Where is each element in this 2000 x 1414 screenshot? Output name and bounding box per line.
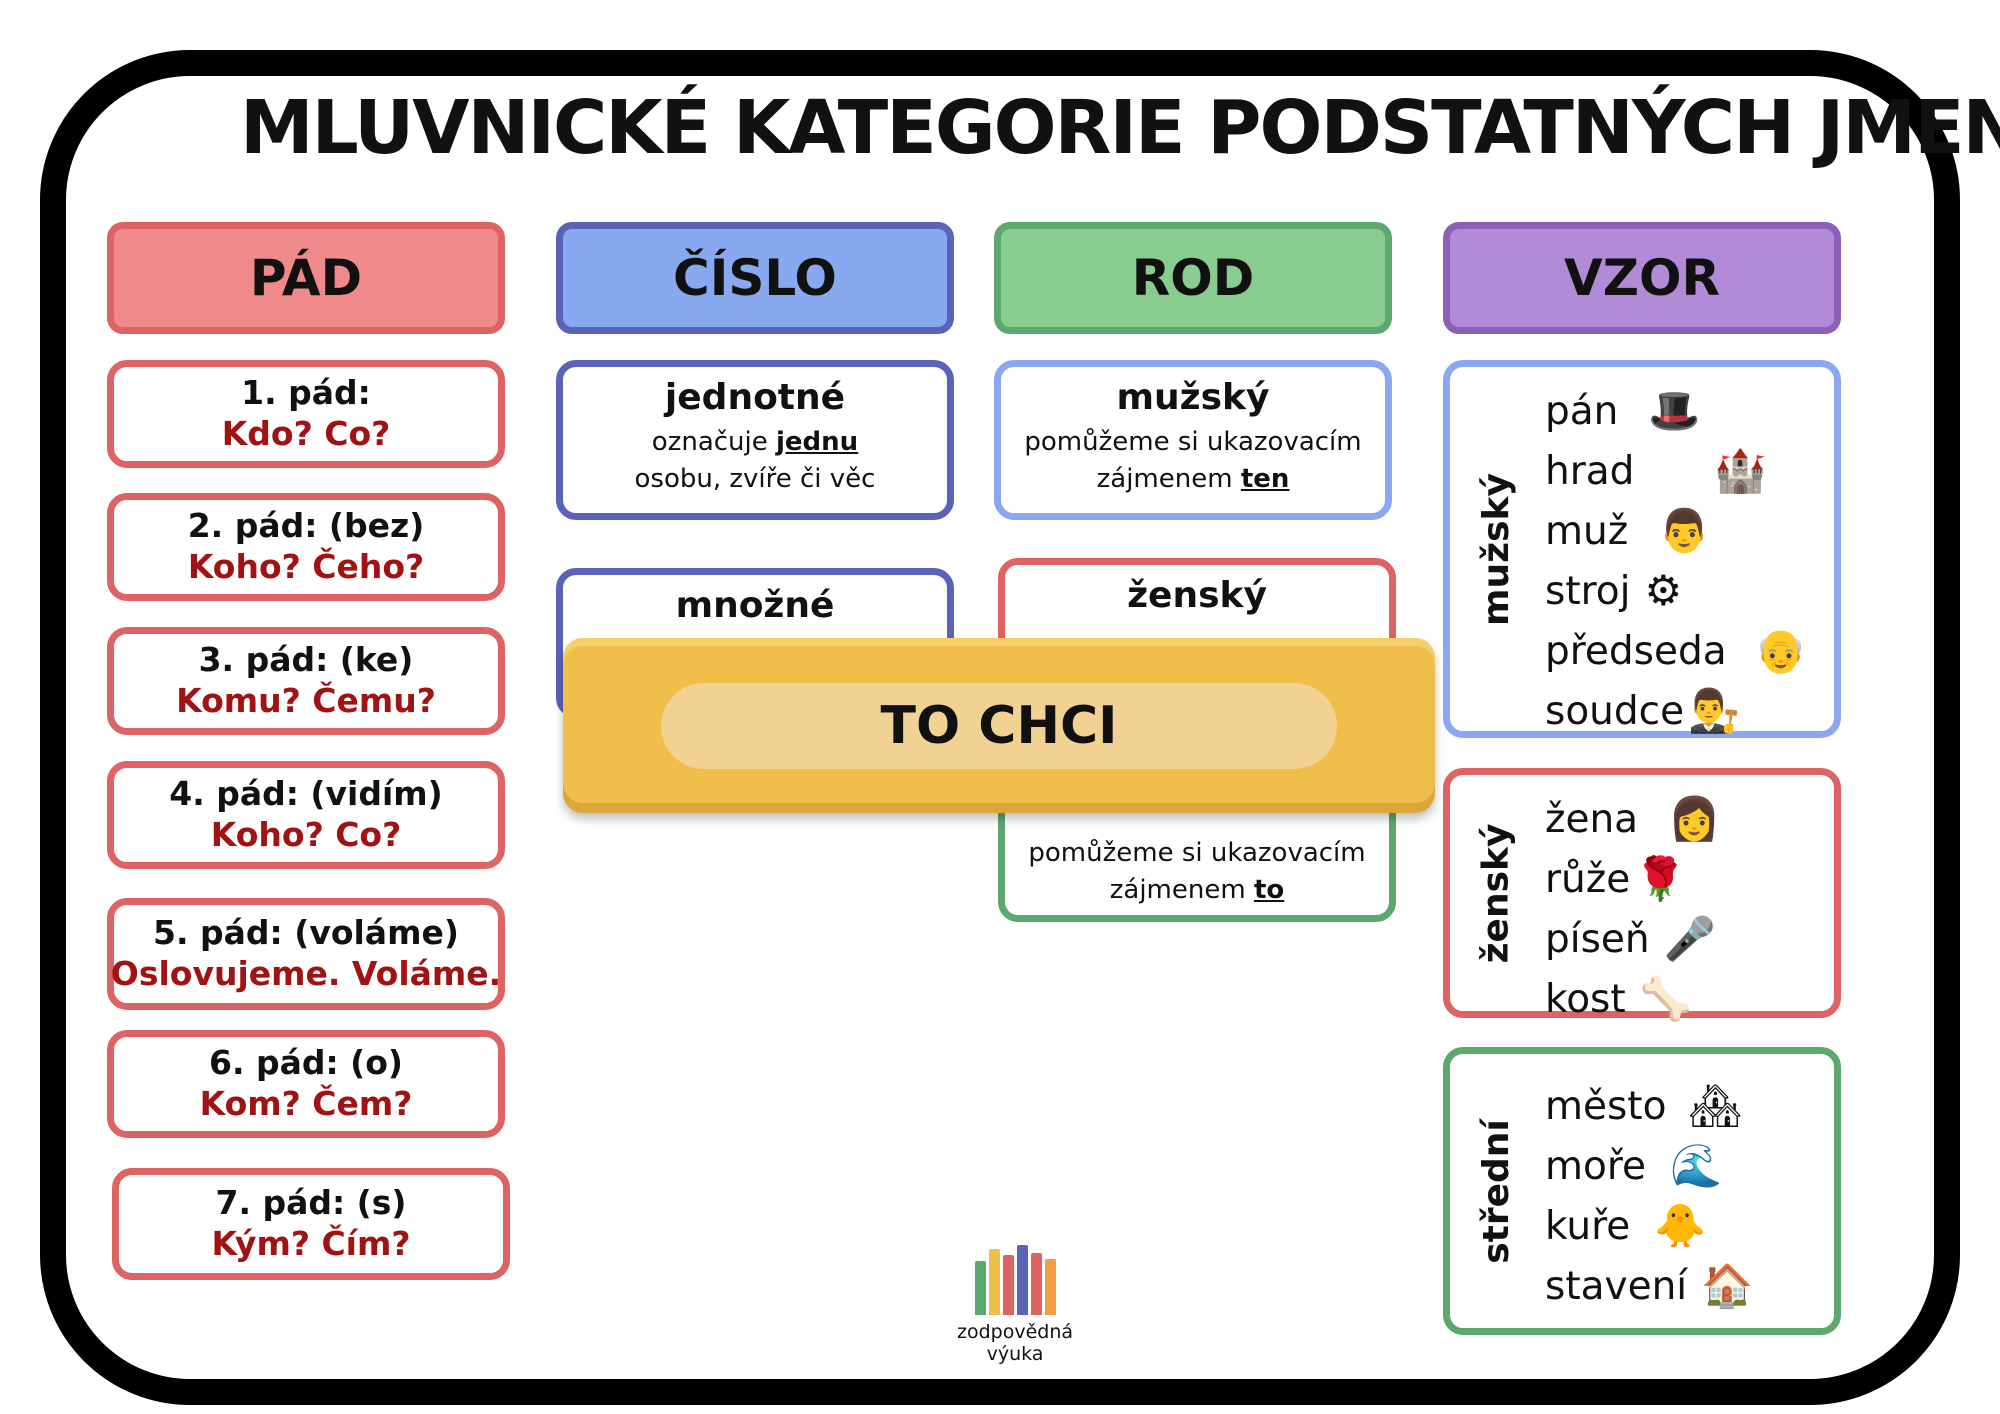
pad-card-7: 7. pád: (s) Kým? Čím? [112,1168,510,1280]
page-title: MLUVNICKÉ KATEGORIE PODSTATNÝCH JMEN [240,85,2000,171]
logo: zodpovědná výuka [930,1245,1100,1365]
vzor-muzsky-card: mužský pán🎩 hrad🏰 muž👨 stroj⚙ předseda👴 … [1443,360,1841,738]
highlight-word: ten [1240,464,1290,494]
vzor-word: kuře🐥 [1545,1201,1707,1250]
pad-card-5: 5. pád: (voláme) Oslovujeme. Voláme. [107,898,505,1010]
vzor-stredni-card: střední město🏘 moře🌊 kuře🐥 stavení🏠 [1443,1047,1841,1335]
rod-muzsky-card: mužský pomůžeme si ukazovacím zájmenem t… [994,360,1392,520]
vzor-side-label: střední [1475,1118,1517,1264]
vzor-side-label: ženský [1475,823,1517,963]
to-chci-button[interactable]: TO CHCI [661,682,1337,769]
town-icon: 🏘 [1688,1081,1742,1130]
vzor-word: žena👩 [1545,794,1721,843]
pad-label: 3. pád: (ke) [198,640,414,679]
chairman-icon: 👴 [1754,626,1807,675]
header-cislo: ČÍSLO [556,222,954,334]
pad-card-4: 4. pád: (vidím) Koho? Co? [107,761,505,869]
woman-icon: 👩 [1668,794,1721,843]
rod-zensky-title: ženský [1127,575,1267,616]
vzor-side-label: mužský [1475,472,1517,626]
highlight-word: jednu [776,427,859,457]
header-vzor: VZOR [1443,222,1841,334]
to-chci-label: TO CHCI [880,695,1118,756]
vzor-word: pán🎩 [1545,386,1701,435]
header-rod: ROD [994,222,1392,334]
pad-label: 4. pád: (vidím) [169,774,443,813]
pad-card-2: 2. pád: (bez) Koho? Čeho? [107,493,505,601]
cislo-jednotne-title: jednotné [664,377,846,418]
highlight-word: to [1253,875,1285,905]
judge-icon: 👨‍⚖️ [1688,686,1741,735]
microphone-icon: 🎤 [1663,914,1716,963]
vzor-word: město🏘 [1545,1081,1742,1130]
cottage-icon: 🏠 [1701,1261,1754,1310]
vzor-word: kost🦴 [1545,974,1692,1023]
pad-label: 6. pád: (o) [208,1043,404,1082]
to-chci-banner[interactable]: TO CHCI [563,638,1435,813]
pad-card-1: 1. pád: Kdo? Co? [107,360,505,468]
header-cislo-label: ČÍSLO [673,249,837,307]
rod-muzsky-title: mužský [1116,377,1270,418]
header-pad: PÁD [107,222,505,334]
header-rod-label: ROD [1131,249,1255,307]
pad-question: Koho? Co? [210,815,402,854]
pad-label: 1. pád: [241,373,371,412]
vzor-word: stavení🏠 [1545,1261,1754,1310]
cislo-mnozne-title: množné [675,585,835,626]
page-frame [40,50,1960,1405]
vzor-word: muž👨 [1545,506,1711,555]
pad-card-3: 3. pád: (ke) Komu? Čemu? [107,627,505,735]
castle-icon: 🏰 [1714,446,1767,495]
pad-label: 5. pád: (voláme) [153,913,459,952]
wave-icon: 🌊 [1670,1141,1723,1190]
header-vzor-label: VZOR [1564,249,1720,307]
man-icon: 👨 [1658,506,1711,555]
vzor-word: předseda👴 [1545,626,1807,675]
pad-question: Oslovujeme. Voláme. [110,954,502,993]
cislo-jednotne-desc: označuje jednu osobu, zvíře či věc [634,427,876,494]
rod-stredni-desc: pomůžeme si ukazovacím zájmenem to [1028,838,1366,905]
pad-label: 2. pád: (bez) [187,506,425,545]
pad-card-6: 6. pád: (o) Kom? Čem? [107,1030,505,1138]
vzor-word: píseň🎤 [1545,914,1716,963]
pad-question: Kým? Čím? [211,1224,411,1263]
rod-muzsky-desc: pomůžeme si ukazovacím zájmenem ten [1024,427,1362,494]
pad-question: Koho? Čeho? [187,547,425,586]
vzor-word: soudce👨‍⚖️ [1545,686,1741,735]
vzor-word: růže🌹 [1545,854,1687,903]
vzor-zensky-card: ženský žena👩 růže🌹 píseň🎤 kost🦴 [1443,768,1841,1022]
vzor-word: stroj⚙ [1545,566,1683,615]
pad-question: Kom? Čem? [199,1084,413,1123]
vzor-word: hrad🏰 [1545,446,1767,495]
cislo-jednotne-card: jednotné označuje jednu osobu, zvíře či … [556,360,954,520]
bone-icon: 🦴 [1639,974,1692,1023]
chick-icon: 🐥 [1654,1201,1707,1250]
rose-icon: 🌹 [1634,854,1687,903]
gentleman-icon: 🎩 [1648,386,1701,435]
vzor-word: moře🌊 [1545,1141,1723,1190]
pad-question: Kdo? Co? [221,414,391,453]
logo-caption: zodpovědná výuka [956,1321,1074,1365]
gears-icon: ⚙ [1644,566,1683,615]
header-pad-label: PÁD [249,249,363,307]
pencils-logo-icon [930,1245,1100,1315]
pad-label: 7. pád: (s) [215,1183,407,1222]
pad-question: Komu? Čemu? [176,681,436,720]
